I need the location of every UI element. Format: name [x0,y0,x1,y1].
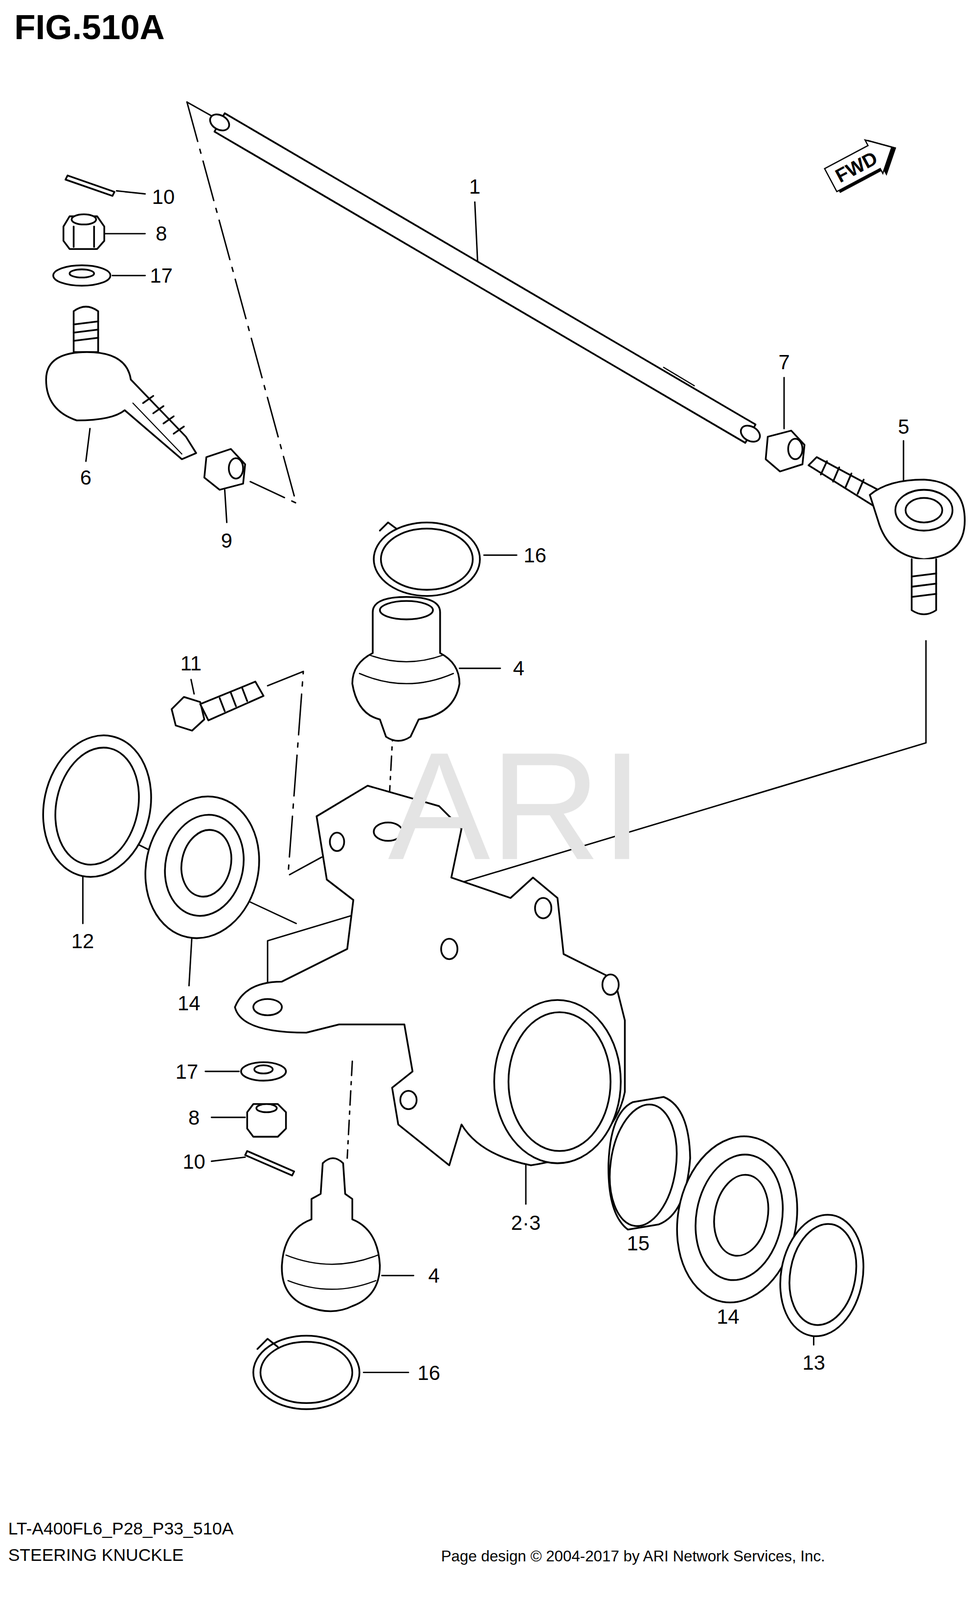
bolt [171,681,264,731]
callout-number: 11 [180,652,202,676]
callout-number: 9 [221,529,233,553]
callout-number: 1 [469,175,481,199]
callout-number: 17 [150,264,173,288]
direction-arrow: FWD [821,129,904,199]
callout-number: 15 [626,1232,650,1256]
top-fasteners [53,175,115,286]
callout-number: 4 [513,657,525,680]
callout-number: 12 [71,930,94,953]
snap-ring [373,522,480,596]
lock-nuts [204,430,805,491]
callout-number: 10 [152,185,175,209]
tie-rod-end [45,306,197,460]
callout-number: 14 [177,992,201,1015]
model-code: LT-A400FL6_P28_P33_510A [8,1520,234,1540]
callout-number: 8 [188,1106,200,1130]
tie-rod-end [808,457,965,615]
ball-joint [352,597,460,742]
tie-rod [207,111,764,446]
callout-number: 16 [417,1362,441,1385]
watermark: ARI [387,722,644,891]
direction-text: FWD [831,146,881,187]
ball-joint [281,1158,380,1312]
callout-number: 14 [716,1306,740,1329]
snap-ring [253,1336,360,1410]
callout-number: 7 [778,351,790,374]
callout-number: 2·3 [511,1212,541,1235]
callout-number: 8 [155,222,167,246]
figure-title: FIG.510A [14,8,165,47]
lower-fasteners [241,1062,295,1176]
callout-number: 5 [898,415,910,439]
callout-number: 16 [523,544,547,567]
callout-number: 4 [428,1264,440,1288]
seal-and-bearing [30,725,272,949]
callout-number: 10 [182,1150,205,1174]
callout-number: 6 [80,466,92,490]
diagram-name: STEERING KNUCKLE [8,1546,184,1566]
copyright-note: Page design © 2004-2017 by ARI Network S… [441,1548,826,1566]
leader-lines [82,190,904,1373]
callout-number: 17 [175,1060,199,1084]
callout-number: 13 [802,1352,825,1375]
spacer-bearing-seal [602,1097,873,1344]
